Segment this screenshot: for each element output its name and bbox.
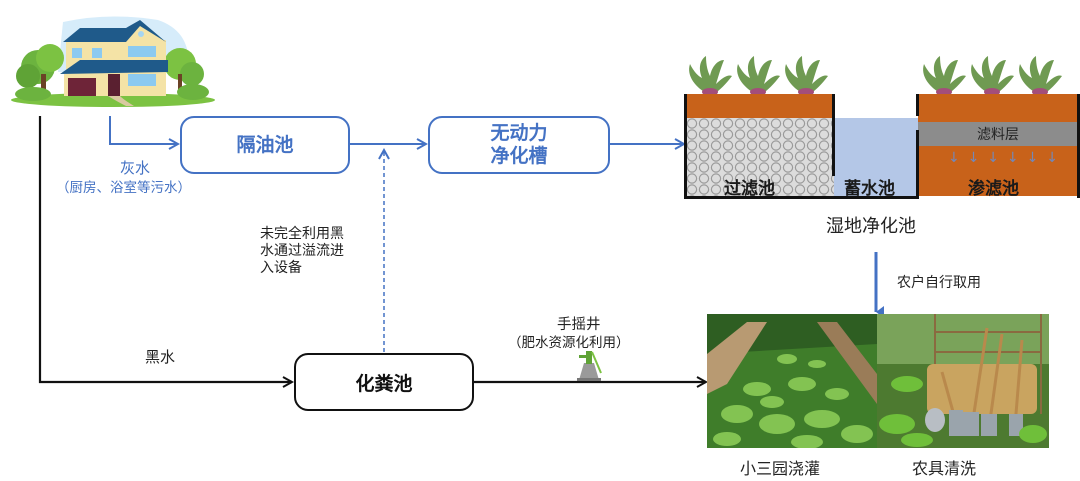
vegetable-garden-image: [707, 314, 877, 448]
infiltration-pool-label: 渗滤池: [968, 179, 1019, 199]
septic-tank-label: 化粪池: [355, 372, 413, 395]
plants-left-icon: [689, 56, 828, 96]
unpowered-tank-label-line1: 无动力: [490, 122, 548, 144]
overflow-note-line1: 未完全利用黑: [260, 226, 344, 242]
unpowered-tank-box: 无动力 净化槽: [428, 116, 610, 174]
wall: [684, 196, 919, 199]
storage-pool-water: [834, 118, 918, 196]
overflow-note: 未完全利用黑 水通过溢流进 入设备: [260, 226, 344, 277]
seepage-arrows: ↓ ↓ ↓ ↓ ↓ ↓: [948, 150, 1058, 168]
greywater-label: 灰水: [120, 159, 151, 177]
hand-pump-note: （肥水资源化利用）: [508, 335, 630, 351]
down-arrow-icon: ↓: [948, 150, 960, 166]
oil-separator-box: 隔油池: [180, 116, 350, 174]
unpowered-tank-label-line2: 净化槽: [490, 145, 548, 167]
greywater-flow-line: [109, 116, 178, 144]
blackwater-flow-line: [38, 116, 292, 382]
down-arrow-icon: ↓: [1006, 150, 1019, 166]
wetland-diagram: 滤料层 ↓ ↓ ↓ ↓ ↓ ↓ 过滤池 蓄水池 渗滤池: [684, 54, 1080, 200]
house-icon: [11, 16, 215, 107]
hand-pump-icon: [577, 351, 602, 381]
down-arrow-icon: ↓: [987, 150, 1000, 166]
greywater-note: （厨房、浴室等污水）: [56, 180, 191, 196]
filter-pool-label: 过滤池: [724, 179, 775, 199]
wall: [916, 94, 919, 116]
garden-irrigation-label: 小三园浇灌: [740, 459, 821, 478]
plants-right-icon: [923, 56, 1062, 96]
down-arrow-icon: ↓: [967, 150, 980, 166]
filter-pool-gravel: [686, 118, 834, 196]
wall: [684, 94, 687, 198]
overflow-note-line3: 入设备: [260, 260, 302, 276]
tool-cleaning-label: 农具清洗: [912, 459, 977, 478]
filter-layer-label: 滤料层: [977, 127, 1019, 143]
wall: [832, 94, 835, 176]
farmer-use-label: 农户自行取用: [897, 275, 981, 291]
blackwater-label: 黑水: [145, 348, 176, 366]
down-arrow-icon: ↓: [1046, 150, 1058, 166]
wetland-title: 湿地净化池: [826, 216, 916, 237]
septic-tank-box: 化粪池: [294, 353, 474, 411]
wall: [916, 130, 919, 198]
storage-pool-label: 蓄水池: [844, 179, 895, 199]
hand-pump-label: 手摇井: [557, 317, 601, 333]
wall: [1077, 94, 1080, 198]
down-arrow-icon: ↓: [1026, 150, 1039, 166]
oil-separator-label: 隔油池: [236, 133, 294, 156]
farm-tools-image: [877, 314, 1049, 448]
overflow-note-line2: 水通过溢流进: [260, 243, 344, 259]
filter-pool-soil: [686, 94, 834, 118]
filter-layer: 滤料层: [918, 122, 1078, 146]
